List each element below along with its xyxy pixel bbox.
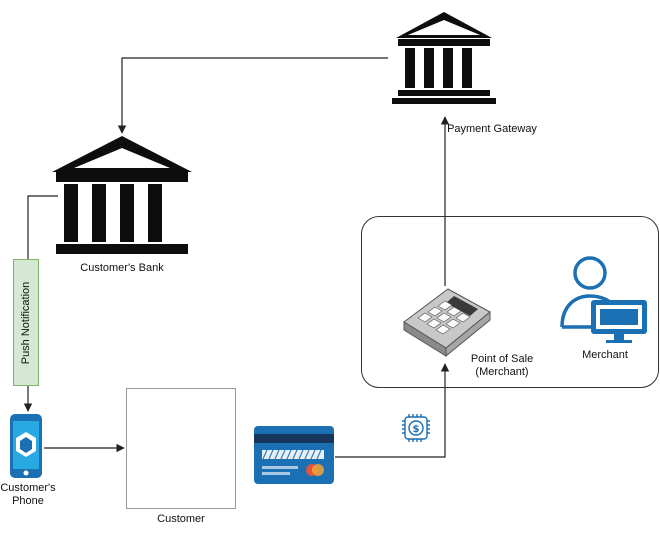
svg-text:$: $	[413, 424, 420, 435]
bank-building-icon	[392, 12, 496, 104]
bank-building-icon	[52, 136, 192, 254]
smartphone-icon	[10, 414, 42, 478]
payment-gateway-label: Payment Gateway	[447, 123, 537, 135]
customers-phone-label: Customer's Phone	[0, 482, 56, 508]
point-of-sale-label-line1: Point of Sale	[470, 353, 534, 365]
dollar-chip-icon: $	[402, 414, 430, 442]
merchant-group-container	[361, 216, 659, 388]
customers-bank-label: Customer's Bank	[80, 262, 164, 274]
push-notification-label: Push Notification	[20, 281, 32, 364]
edge-card-to-pos	[335, 363, 450, 458]
edge-bank-to-push	[27, 195, 58, 259]
edge-gateway-to-bank	[117, 57, 388, 134]
credit-card-icon	[254, 426, 334, 484]
push-notification-box: Push Notification	[13, 259, 39, 386]
point-of-sale-label-line2: (Merchant)	[475, 366, 529, 378]
merchant-label: Merchant	[582, 349, 628, 361]
pos-terminal-icon	[403, 288, 491, 358]
customer-label: Customer	[157, 513, 205, 525]
customers-phone-label-line2: Phone	[12, 495, 44, 507]
point-of-sale-label: Point of Sale (Merchant)	[450, 353, 554, 379]
connectors	[23, 57, 450, 458]
customer-frame	[126, 388, 236, 509]
customers-phone-label-line1: Customer's	[0, 482, 56, 494]
person-computer-icon	[560, 256, 647, 343]
